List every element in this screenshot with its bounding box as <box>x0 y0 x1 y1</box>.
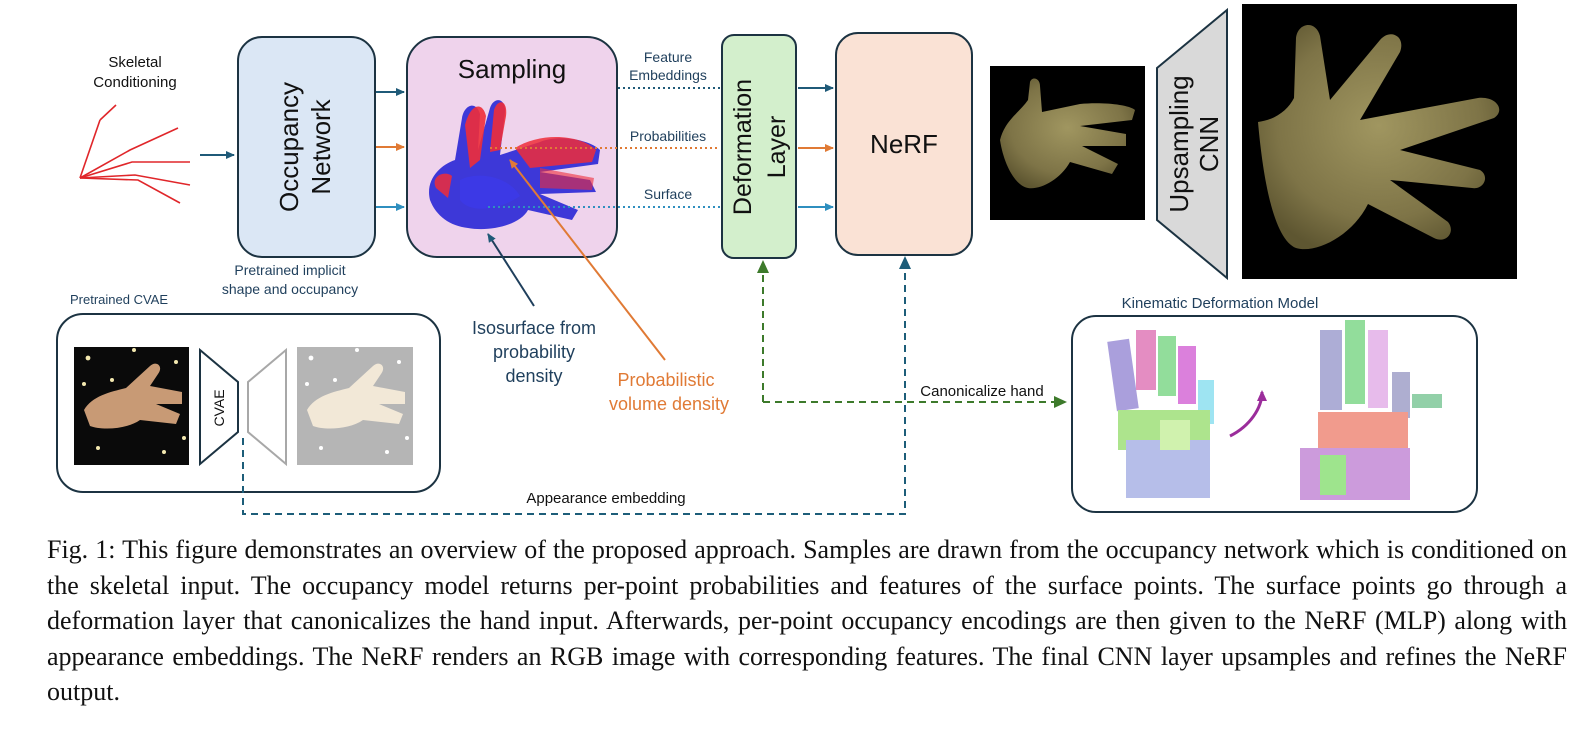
skeletal-label-line2: Conditioning <box>93 74 176 91</box>
isosurface-pointer <box>487 233 535 307</box>
posed-hand-segments <box>1107 330 1214 498</box>
upsampling-label-line1: Upsampling <box>1164 75 1194 212</box>
pipeline-diagram: Skeletal Conditioning Occupancy Network … <box>56 4 1517 515</box>
occupancy-note-line2: shape and occupancy <box>222 281 358 297</box>
deformation-layer-block: Deformation Layer <box>721 34 797 259</box>
canonical-hand-segments <box>1300 320 1442 500</box>
feature-embeddings-line1: Feature <box>644 49 692 65</box>
cvae-decoder-shape <box>247 347 287 467</box>
cvae-encoder-shape <box>199 347 239 467</box>
feature-stream: Feature Embeddings <box>618 49 720 89</box>
refined-hand-image <box>1242 4 1517 279</box>
canonicalize-label: Canonicalize hand <box>920 383 1043 400</box>
prob-volume-line1: Probabilistic <box>617 370 714 390</box>
prob-volume-pointer <box>509 159 666 361</box>
skeleton-icon <box>79 104 191 204</box>
cvae-input-image <box>74 347 189 465</box>
isosurface-line2: probability <box>493 342 575 362</box>
skeletal-label-line1: Skeletal <box>108 54 161 71</box>
kinematic-title: Kinematic Deformation Model <box>1122 295 1319 312</box>
figure-caption: Fig. 1: This figure demonstrates an over… <box>47 535 1567 706</box>
probability-stream: Probabilities <box>490 128 720 149</box>
probabilities-label: Probabilities <box>630 128 706 144</box>
rendered-hand-image <box>990 66 1145 220</box>
deformation-label-line2: Layer <box>763 116 791 179</box>
pose-transition-arrow <box>1229 390 1267 438</box>
cvae-label: CVAE <box>211 389 227 426</box>
occupancy-label-line1: Occupancy <box>274 82 304 212</box>
nerf-block: NeRF <box>835 32 973 256</box>
appearance-embedding-label: Appearance embedding <box>526 490 685 507</box>
isosurface-line1: Isosurface from <box>472 318 596 338</box>
isosurface-line3: density <box>505 366 562 386</box>
cvae-panel: CVAE <box>56 313 441 493</box>
feature-embeddings-line2: Embeddings <box>629 67 707 83</box>
kinematic-panel <box>1071 315 1478 513</box>
nerf-label: NeRF <box>870 129 938 159</box>
occupancy-label-line2: Network <box>306 98 336 194</box>
surface-label: Surface <box>644 186 692 202</box>
deformation-label-line1: Deformation <box>729 79 757 215</box>
prob-volume-line2: volume density <box>609 394 729 414</box>
occupancy-note-line1: Pretrained implicit <box>234 262 345 278</box>
cvae-output-image <box>297 347 413 465</box>
cvae-title: Pretrained CVAE <box>70 292 168 307</box>
upsampling-cnn-block: Upsampling CNN <box>1156 7 1228 281</box>
skeletal-conditioning: Skeletal Conditioning <box>79 54 191 204</box>
surface-stream: Surface <box>488 186 720 208</box>
appearance-embedding-arrow <box>242 256 911 515</box>
sampling-title: Sampling <box>458 54 566 84</box>
occupancy-network-block: Occupancy Network <box>237 36 376 258</box>
upsampling-label-line2: CNN <box>1194 116 1224 172</box>
